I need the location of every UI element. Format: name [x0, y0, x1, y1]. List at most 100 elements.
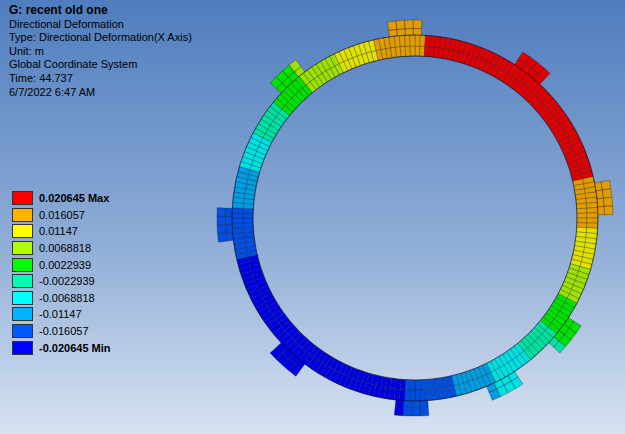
- ring-mesh-cell: [410, 380, 415, 390]
- ring-mesh-cell: [577, 208, 587, 213]
- tab-mesh-cell: [412, 407, 421, 416]
- ring-mesh-cell: [420, 390, 426, 401]
- legend-value: 0.01147: [39, 225, 78, 237]
- legend-value: -0.0022939: [39, 275, 95, 287]
- tab-mesh-cell: [538, 67, 550, 79]
- legend-swatch: [12, 307, 33, 321]
- ring-mesh-cell: [405, 390, 411, 401]
- legend-value: -0.016057: [39, 325, 89, 337]
- tab-mesh-cell: [289, 60, 301, 72]
- ring-mesh-cell: [415, 390, 420, 401]
- ring-mesh-cell: [420, 46, 425, 56]
- tab-mesh-cell: [387, 21, 396, 30]
- ring-mesh-cell: [587, 223, 598, 229]
- ring-mesh-cell: [232, 228, 243, 234]
- tab-mesh-cell: [394, 406, 403, 415]
- ring-mesh-cell: [410, 46, 415, 56]
- ring-mesh-cell: [405, 35, 411, 46]
- tab-mesh-cell: [403, 407, 412, 416]
- ring-edge: [253, 56, 577, 380]
- legend-value: 0.020645 Max: [39, 192, 109, 204]
- legend-row: 0.0068818: [12, 240, 111, 257]
- legend-value: -0.020645 Min: [39, 342, 111, 354]
- tab-mesh-cell: [601, 180, 611, 190]
- legend-swatch: [12, 258, 33, 272]
- legend-value: 0.0068818: [39, 242, 91, 254]
- tab-mesh-cell: [489, 389, 500, 400]
- ring-mesh-cell: [232, 213, 243, 218]
- result-title: G: recent old one: [9, 4, 192, 18]
- ring-mesh-cell: [587, 208, 598, 214]
- ring-mesh-cell: [424, 379, 429, 389]
- ring-mesh-cell: [405, 46, 410, 56]
- legend-value: -0.01147: [39, 308, 82, 320]
- legend-row: 0.01147: [12, 223, 111, 240]
- legend-value: -0.0068818: [39, 292, 95, 304]
- ring-mesh-cell: [415, 380, 420, 390]
- legend-row: -0.020645 Min: [12, 339, 111, 356]
- ring-mesh-cell: [577, 223, 587, 228]
- legend-swatch: [12, 241, 33, 255]
- ring-mesh-cell: [576, 203, 586, 208]
- ring-mesh-cell: [243, 208, 253, 213]
- info-line: Type: Directional Deformation(X Axis): [9, 31, 192, 45]
- legend-swatch: [12, 274, 33, 288]
- legend-row: 0.016057: [12, 207, 111, 224]
- tab-mesh-cell: [420, 407, 429, 416]
- tab-mesh-cell: [603, 197, 612, 206]
- info-line: 6/7/2022 6:47 AM: [9, 86, 192, 100]
- ring-mesh-cell: [425, 389, 431, 400]
- ring-mesh-cell: [415, 46, 420, 56]
- legend-row: 0.020645 Max: [12, 190, 111, 207]
- legend-row: -0.016057: [12, 323, 111, 340]
- tab-mesh-cell: [217, 225, 226, 234]
- ring-mesh-cell: [420, 380, 425, 390]
- ring-mesh-cell: [410, 35, 415, 46]
- tab-mesh-cell: [217, 216, 226, 225]
- tab-mesh-cell: [413, 20, 422, 29]
- legend-row: -0.0022939: [12, 273, 111, 290]
- legend-row: -0.0068818: [12, 290, 111, 307]
- ring-mesh-cell: [587, 213, 598, 218]
- ring-mesh-cell: [232, 223, 243, 229]
- legend-swatch: [12, 341, 33, 355]
- ring-mesh-cell: [586, 202, 597, 208]
- tab-mesh-cell: [604, 206, 613, 215]
- ring-mesh-cell: [243, 218, 253, 223]
- legend-value: 0.0022939: [39, 259, 91, 271]
- ring-mesh-cell: [577, 218, 587, 223]
- ring-mesh-cell: [410, 390, 415, 401]
- ring-mesh-cell: [232, 208, 243, 214]
- tab-mesh-cell: [217, 208, 226, 217]
- color-legend: 0.020645 Max 0.016057 0.01147 0.0068818 0.00…: [12, 190, 111, 356]
- tab-mesh-cell: [554, 341, 566, 353]
- ring-mesh-cell: [399, 35, 405, 46]
- ring-mesh-cell: [243, 227, 253, 232]
- ring-mesh-cell: [587, 218, 598, 223]
- tab-mesh-cell: [218, 233, 227, 242]
- ring-mesh-cell: [405, 380, 410, 390]
- info-line: Time: 44.737: [9, 72, 192, 86]
- ring-mesh-cell: [232, 218, 243, 223]
- ring-mesh-cell: [415, 35, 420, 46]
- legend-row: 0.0022939: [12, 256, 111, 273]
- legend-swatch: [12, 224, 33, 238]
- ring-mesh-cell: [577, 213, 587, 218]
- legend-swatch: [12, 208, 33, 222]
- info-line: Directional Deformation: [9, 18, 192, 32]
- ring-edge: [232, 35, 598, 401]
- info-line: Global Coordinate System: [9, 58, 192, 72]
- ring-mesh-cell: [243, 213, 253, 218]
- tab-mesh-cell: [396, 20, 405, 29]
- legend-row: -0.01147: [12, 306, 111, 323]
- legend-swatch: [12, 191, 33, 205]
- tab-mesh-cell: [270, 347, 282, 359]
- info-line: Unit: m: [9, 45, 192, 59]
- info-block: G: recent old oneDirectional Deformation…: [9, 4, 192, 99]
- legend-swatch: [12, 324, 33, 338]
- ring-body: [217, 20, 613, 416]
- tab-mesh-cell: [602, 189, 611, 198]
- legend-value: 0.016057: [39, 209, 85, 221]
- ring-mesh-cell: [400, 46, 405, 56]
- ring-mesh-cell: [243, 223, 253, 228]
